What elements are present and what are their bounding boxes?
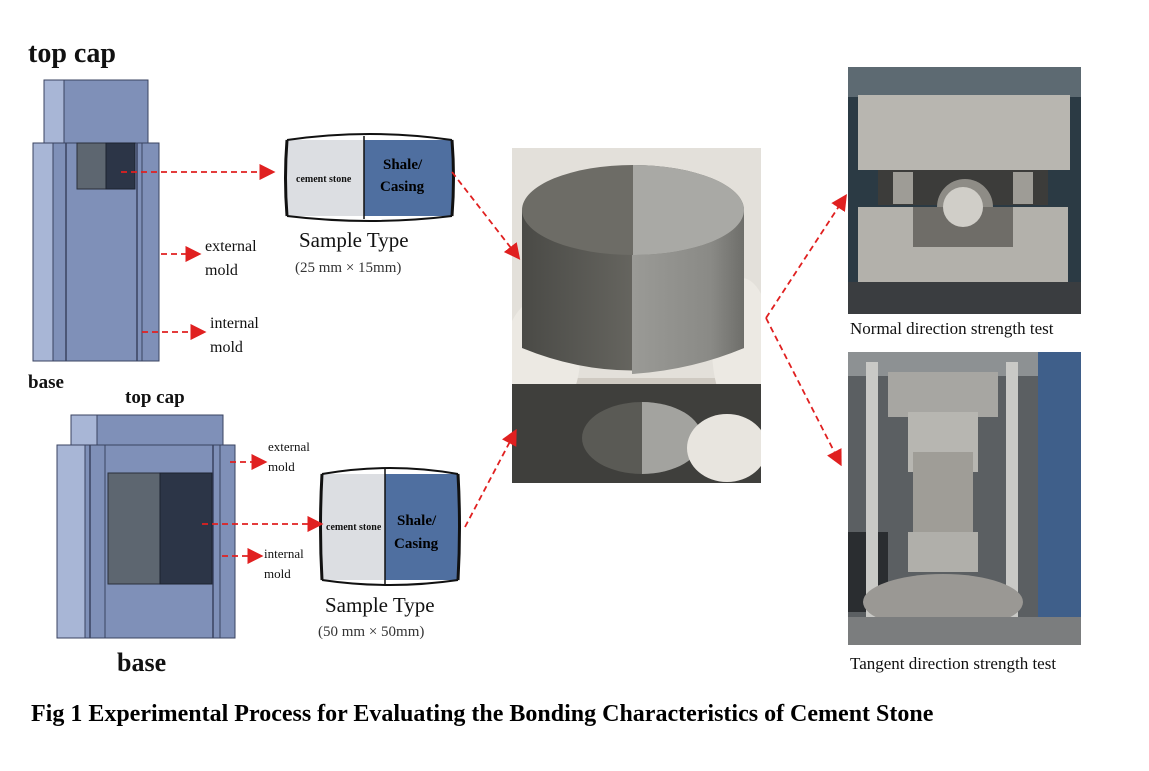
normal-test-caption: Normal direction strength test: [850, 319, 1054, 338]
small-sample-cylinder: [284, 133, 455, 222]
large-sample-shale-label-2: Casing: [394, 536, 439, 552]
large-sample-title: Sample Type: [325, 593, 435, 617]
top-mold-shale-block: [105, 142, 136, 190]
top-mold-external-label-1: external: [205, 238, 257, 255]
bottom-mold-top-cap-label: top cap: [125, 387, 185, 408]
large-sample-size: (50 mm × 50mm): [318, 624, 425, 640]
bottom-mold-internal-label-1: internal: [264, 546, 304, 561]
figure-caption: Fig 1 Experimental Process for Evaluatin…: [31, 701, 934, 727]
small-sample-shale-label-1: Shale/: [383, 157, 423, 173]
arrow-small-sample-to-photo: [451, 171, 521, 260]
bottom-mold-base-label: base: [117, 648, 167, 677]
arrow-photo-to-tangent-test: [765, 317, 842, 467]
normal-test-photo: [848, 67, 1081, 314]
small-sample-shale-label-2: Casing: [380, 179, 425, 195]
bottom-mold-shale-block: [159, 472, 213, 585]
top-mold-external-label-2: mold: [205, 262, 238, 279]
top-mold-base-label: base: [28, 372, 64, 393]
top-mold-internal-label-1: internal: [210, 315, 259, 332]
sample-photo: [512, 148, 761, 483]
bottom-mold-external-label-1: external: [268, 439, 310, 454]
large-sample-shale-label-1: Shale/: [397, 513, 437, 529]
tangent-test-photo-drawing: [848, 352, 1081, 645]
arrow-photo-to-normal-test: [765, 193, 847, 319]
small-sample-cement-label: cement stone: [296, 174, 352, 185]
top-mold-internal-label-2: mold: [210, 339, 243, 356]
tangent-test-caption: Tangent direction strength test: [850, 654, 1057, 673]
top-mold-cement-block: [76, 142, 107, 190]
large-sample-cement-label: cement stone: [326, 522, 382, 533]
tangent-test-photo: [848, 352, 1081, 645]
large-sample-cylinder: [319, 467, 461, 586]
top-mold-top-cap-label: top cap: [28, 38, 116, 69]
sample-photo-drawing: [512, 148, 761, 483]
bottom-mold-external-label-2: mold: [268, 459, 295, 474]
arrow-large-sample-to-photo: [464, 428, 517, 528]
small-sample-title: Sample Type: [299, 228, 409, 252]
normal-test-photo-drawing: [848, 67, 1081, 314]
bottom-mold-internal-label-2: mold: [264, 566, 291, 581]
small-sample-size: (25 mm × 15mm): [295, 260, 402, 276]
